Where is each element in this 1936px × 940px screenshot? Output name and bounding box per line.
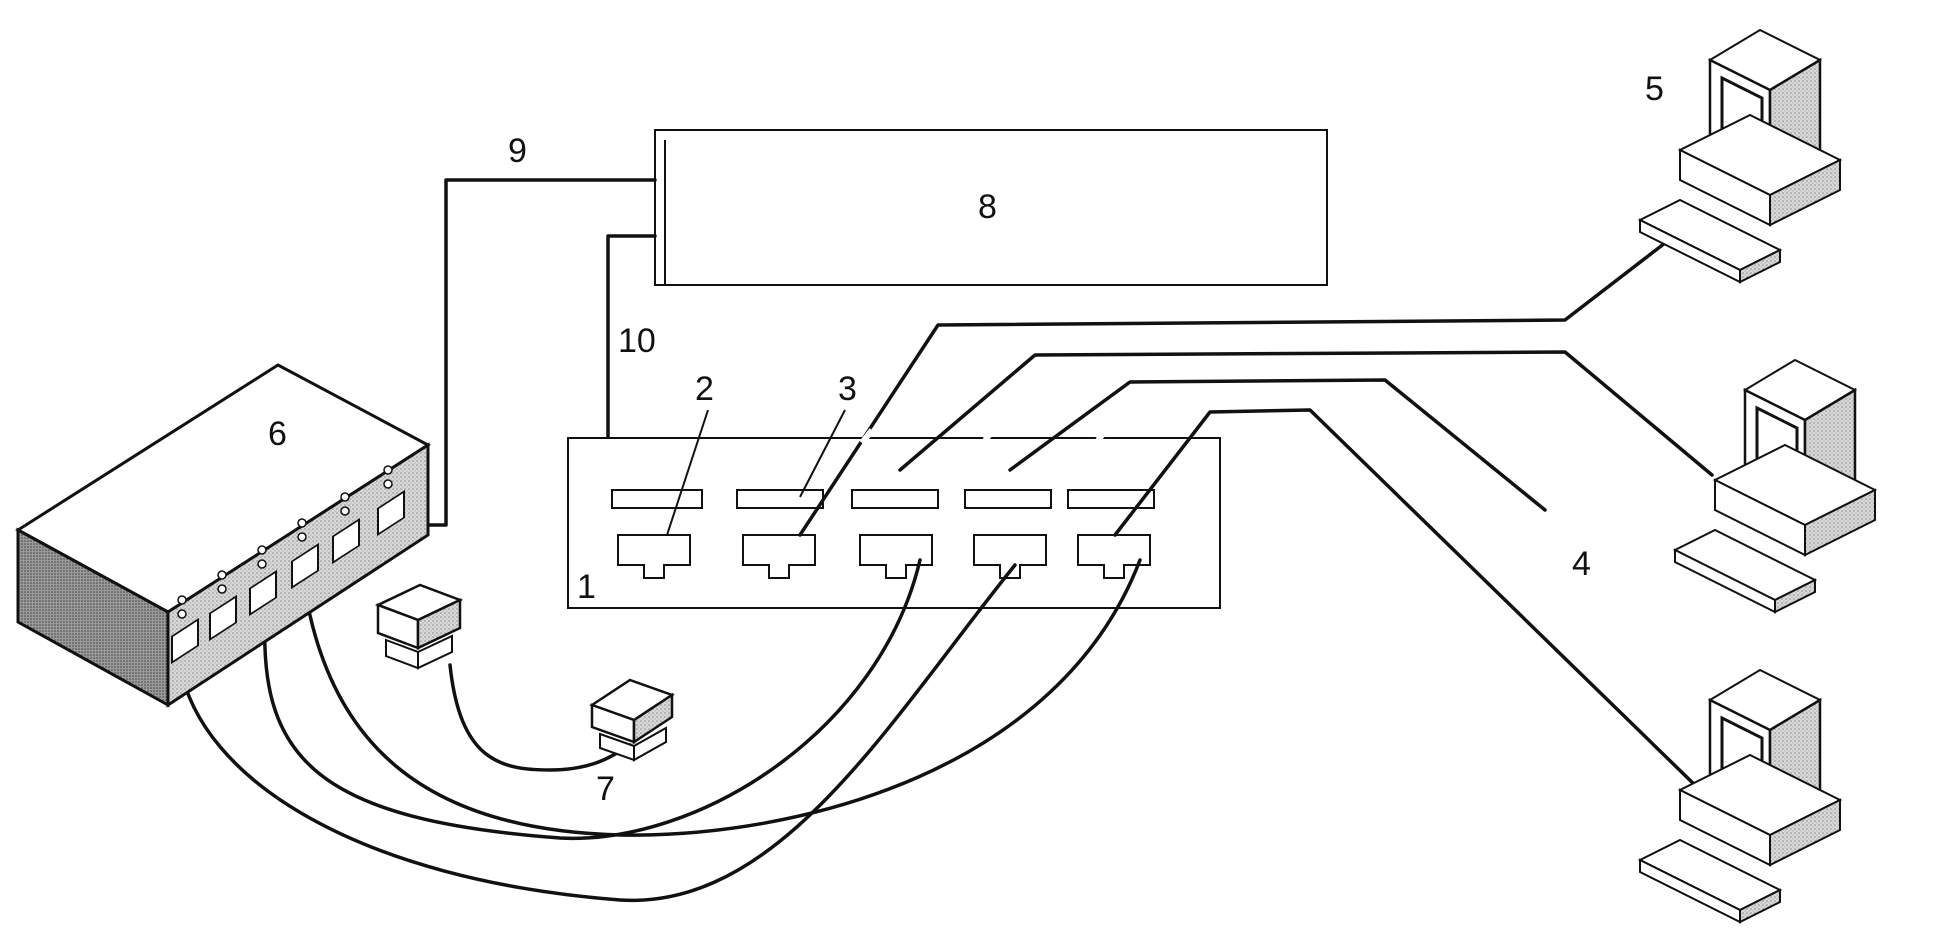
cable-6-jack-4 bbox=[303, 558, 1142, 837]
cable-breaks bbox=[859, 426, 1111, 472]
label-1: 1 bbox=[577, 568, 596, 606]
terminal-device-7a bbox=[374, 583, 464, 670]
jack-4 bbox=[973, 534, 1047, 579]
jack-3 bbox=[859, 534, 933, 579]
module-5 bbox=[1067, 489, 1155, 509]
cable-6-small-devices bbox=[448, 663, 632, 772]
cable-6-jack-2 bbox=[178, 563, 1017, 903]
label-4: 4 bbox=[1572, 545, 1591, 583]
module-4 bbox=[964, 489, 1052, 509]
cable-to-computer-middle-a bbox=[898, 350, 1714, 477]
module-1 bbox=[611, 489, 703, 509]
label-6: 6 bbox=[268, 415, 287, 453]
label-3: 3 bbox=[838, 370, 857, 408]
patch-panel-1 bbox=[567, 437, 1221, 609]
computer-top bbox=[1637, 28, 1843, 284]
label-5: 5 bbox=[1645, 70, 1664, 108]
cable-6-jack-3 bbox=[262, 558, 922, 840]
switch-ports bbox=[171, 489, 405, 665]
cable-to-computer-middle-b bbox=[1008, 378, 1547, 512]
label-2: 2 bbox=[695, 370, 714, 408]
switch-leds bbox=[177, 465, 393, 619]
jack-5 bbox=[1077, 534, 1151, 579]
leader-3 bbox=[799, 409, 846, 498]
jack-2 bbox=[742, 534, 816, 579]
label-7: 7 bbox=[596, 770, 615, 808]
module-3 bbox=[851, 489, 939, 509]
cable-9 bbox=[420, 178, 657, 527]
label-9: 9 bbox=[508, 132, 527, 170]
label-10: 10 bbox=[618, 322, 656, 360]
computer-middle bbox=[1672, 358, 1878, 614]
device-8-box bbox=[654, 129, 1328, 286]
cable-to-computer-bottom bbox=[1113, 408, 1702, 792]
computer-bottom bbox=[1637, 668, 1843, 924]
terminal-device-7b bbox=[589, 678, 675, 762]
leader-2 bbox=[666, 409, 709, 536]
label-8: 8 bbox=[978, 188, 997, 226]
module-2 bbox=[736, 489, 824, 509]
jack-1 bbox=[617, 534, 691, 579]
switch-device-6 bbox=[15, 363, 431, 708]
